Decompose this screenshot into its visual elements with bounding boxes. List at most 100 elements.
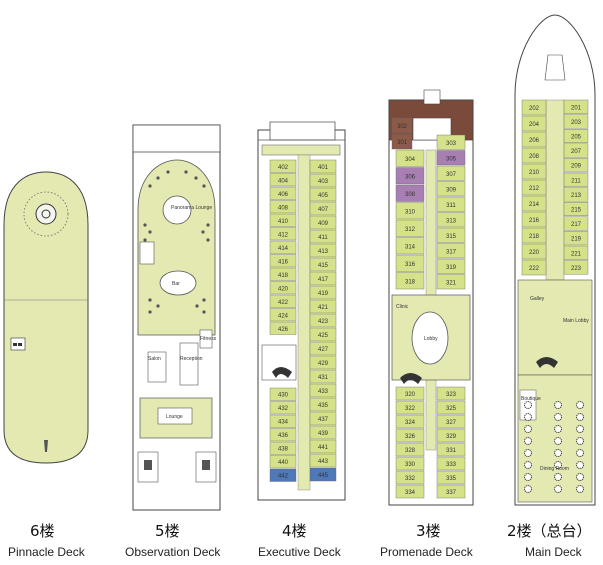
- cabin-405: [309, 187, 337, 202]
- dining-table: [524, 413, 532, 421]
- cabin-304: [395, 149, 425, 167]
- cabin-number-325: 325: [446, 406, 457, 412]
- cabin-number-304: 304: [405, 157, 416, 163]
- cabin-number-217: 217: [571, 222, 582, 228]
- cabin-number-423: 423: [318, 319, 329, 325]
- cabin-number-210: 210: [529, 170, 540, 176]
- cabin-number-321: 321: [446, 280, 457, 286]
- dining-table: [554, 461, 562, 469]
- cabin-number-306: 306: [405, 174, 416, 180]
- cabin-number-208: 208: [529, 154, 540, 160]
- cabin-326: [395, 428, 425, 443]
- deck-name-observation: Observation Deck: [125, 545, 221, 559]
- cabin-305: [436, 150, 466, 166]
- cabin-number-414: 414: [278, 246, 289, 252]
- cabin-number-416: 416: [278, 259, 289, 265]
- cabin-209: [563, 158, 589, 173]
- cabin-number-402: 402: [278, 165, 289, 171]
- cabin-411: [309, 229, 337, 244]
- cabin-number-434: 434: [278, 420, 289, 426]
- cabin-216: [521, 211, 547, 228]
- cabin-310: [395, 202, 425, 220]
- deck-name-main: Main Deck: [525, 545, 582, 559]
- dining-table: [524, 461, 532, 469]
- cabin-number-324: 324: [405, 420, 416, 426]
- cabin-number-207: 207: [571, 149, 582, 155]
- cabin-424: [269, 308, 297, 322]
- cabin-302: [391, 117, 413, 134]
- cabin-332: [395, 470, 425, 485]
- cabin-425: [309, 327, 337, 342]
- deck-name-promenade: Promenade Deck: [380, 545, 473, 559]
- cabin-number-430: 430: [278, 393, 289, 399]
- cabin-number-201: 201: [571, 105, 582, 111]
- cabin-337: [436, 484, 466, 499]
- floor-label-main: 2楼（总台）: [507, 522, 592, 540]
- cabin-403: [309, 173, 337, 188]
- cabin-number-206: 206: [529, 138, 540, 144]
- cabin-402: [269, 159, 297, 173]
- floor-label-pinnacle: 6楼: [30, 522, 55, 540]
- dining-table: [576, 413, 584, 421]
- cabin-number-405: 405: [318, 193, 329, 199]
- cabin-309: [436, 181, 466, 197]
- cabin-312: [395, 219, 425, 237]
- cabin-number-333: 333: [446, 462, 457, 468]
- cabin-number-309: 309: [446, 187, 457, 193]
- room-label-boutique: Boutique: [521, 396, 541, 402]
- cabin-number-319: 319: [446, 265, 457, 271]
- cabin-number-401: 401: [318, 165, 329, 171]
- cabin-426: [269, 321, 297, 335]
- dining-table: [554, 449, 562, 457]
- cabin-438: [269, 441, 297, 455]
- cabin-number-305: 305: [446, 156, 457, 162]
- cabin-number-332: 332: [405, 476, 416, 482]
- cabin-number-435: 435: [318, 403, 329, 409]
- pinnacle-deck-plan: [3, 171, 89, 464]
- cabin-322: [395, 400, 425, 415]
- room-label-bar: Bar: [172, 281, 180, 287]
- cabin-415: [309, 257, 337, 272]
- cabin-221: [563, 245, 589, 260]
- cabin-433: [309, 383, 337, 398]
- cabin-320: [395, 386, 425, 401]
- cabin-217: [563, 216, 589, 231]
- cabin-number-326: 326: [405, 434, 416, 440]
- cabin-number-410: 410: [278, 219, 289, 225]
- cabin-number-439: 439: [318, 431, 329, 437]
- cabin-number-215: 215: [571, 208, 582, 214]
- cabin-314: [395, 237, 425, 255]
- cabin-202: [521, 99, 547, 116]
- cabin-number-432: 432: [278, 406, 289, 412]
- dining-table: [576, 485, 584, 493]
- cabin-number-322: 322: [405, 406, 416, 412]
- cabin-number-221: 221: [571, 251, 582, 257]
- cabin-number-419: 419: [318, 291, 329, 297]
- room-label-salon: Salon: [148, 356, 161, 362]
- deck-name-executive: Executive Deck: [258, 545, 341, 559]
- cabin-215: [563, 201, 589, 216]
- cabin-number-331: 331: [446, 448, 457, 454]
- cabin-212: [521, 179, 547, 196]
- floor-label-executive: 4楼: [282, 522, 307, 540]
- cabin-211: [563, 172, 589, 187]
- executive-left-cabins: 4024044064084104124144164184204224244264…: [269, 159, 297, 482]
- cabin-316: [395, 254, 425, 272]
- dining-table: [576, 449, 584, 457]
- room-label-main-lobby: Main Lobby: [563, 318, 589, 324]
- room-label-galley: Galley: [530, 296, 545, 302]
- cabin-number-328: 328: [405, 448, 416, 454]
- cabin-number-214: 214: [529, 202, 540, 208]
- cabin-327: [436, 414, 466, 429]
- cabin-416: [269, 254, 297, 268]
- room-label-lounge: Lounge: [166, 414, 183, 420]
- cabin-301: [391, 133, 413, 150]
- dining-table: [576, 401, 584, 409]
- cabin-329: [436, 428, 466, 443]
